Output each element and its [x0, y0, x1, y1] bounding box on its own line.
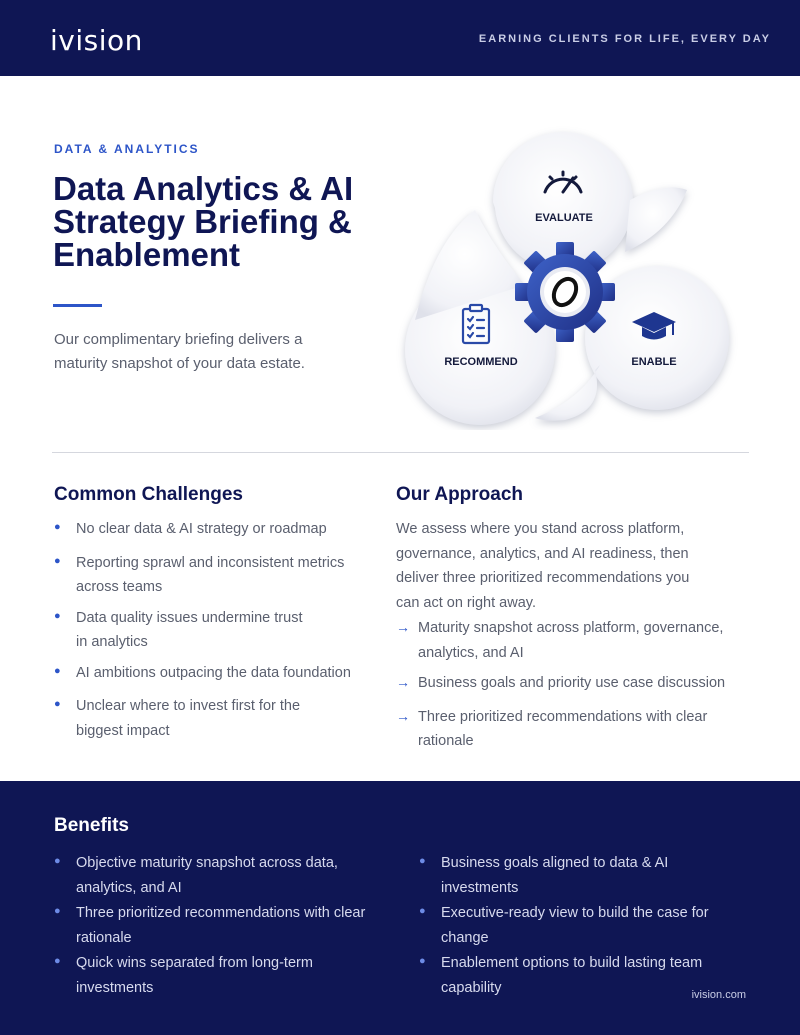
- bullet-dot: ●: [419, 855, 426, 867]
- benefits-list-left: ●Objective maturity snapshot across data…: [54, 851, 404, 1000]
- list-item: →Maturity snapshot across platform, gove…: [396, 616, 756, 665]
- enable-label: ENABLE: [631, 356, 676, 368]
- bullet-dot: ●: [54, 955, 61, 967]
- evaluate-label: EVALUATE: [535, 212, 593, 224]
- intro-line: Our complimentary briefing delivers a: [54, 331, 303, 348]
- title-underline: [53, 304, 102, 307]
- approach-description: We assess where you stand across platfor…: [396, 521, 690, 611]
- list-item: →Three prioritized recommendations with …: [396, 705, 756, 754]
- list-item: ●Executive-ready view to build the case …: [419, 901, 749, 950]
- intro-line: maturity snapshot of your data estate.: [54, 355, 305, 372]
- recommend-bubble: [405, 210, 555, 425]
- bullet-dot: ●: [54, 609, 61, 622]
- title-line: Enablement: [53, 236, 241, 273]
- title-line: Data Analytics & AI: [53, 170, 354, 207]
- list-item: ●No clear data & AI strategy or roadmap: [54, 517, 384, 542]
- header-tagline: EARNING CLIENTS FOR LIFE, EVERY DAY: [478, 33, 771, 45]
- list-item: ●Objective maturity snapshot across data…: [54, 851, 404, 900]
- benefits-heading: Benefits: [54, 815, 129, 836]
- ivision-logo[interactable]: ivision: [50, 24, 143, 57]
- evaluate-bubble: [493, 132, 687, 272]
- approach-list: →Maturity snapshot across platform, gove…: [396, 616, 756, 754]
- list-item: ●AI ambitions outpacing the data foundat…: [54, 661, 384, 686]
- evaluate-recommend-enable-diagram: EVALUATE RECOMMEND ENABLE: [395, 120, 745, 430]
- bullet-dot: ●: [54, 855, 61, 867]
- benefits-section: [0, 781, 800, 1035]
- bullet-dot: ●: [419, 905, 426, 917]
- cycle-diagram-graphic: EVALUATE RECOMMEND ENABLE: [405, 132, 729, 425]
- bullet-dot: ●: [419, 955, 426, 967]
- list-item: ●Three prioritized recommendations with …: [54, 901, 404, 950]
- bullet-dot: ●: [54, 698, 61, 710]
- arrow-right-icon: →: [396, 707, 410, 724]
- approach-heading: Our Approach: [396, 484, 524, 505]
- list-item: ●Enablement options to build lasting tea…: [419, 951, 749, 1000]
- intro-text: Our complimentary briefing delivers a ma…: [54, 328, 354, 376]
- list-item: ●Reporting sprawl and inconsistent metri…: [54, 551, 384, 600]
- gear-icon: [515, 242, 615, 342]
- title-line: Strategy Briefing &: [53, 203, 352, 240]
- bullet-dot: ●: [54, 905, 61, 917]
- challenges-list: ●No clear data & AI strategy or roadmap …: [54, 517, 384, 743]
- arrow-right-icon: →: [396, 619, 410, 635]
- header-bar: ivision EARNING CLIENTS FOR LIFE, EVERY …: [0, 0, 800, 76]
- challenges-heading: Common Challenges: [54, 484, 243, 505]
- section-eyebrow: DATA & ANALYTICS: [54, 142, 200, 156]
- page-title: Data Analytics & AI Strategy Briefing & …: [53, 172, 393, 271]
- website-link[interactable]: ivision.com: [691, 989, 746, 1001]
- speedometer-icon: [543, 170, 583, 194]
- bullet-dot: ●: [54, 664, 61, 677]
- section-divider: [52, 452, 749, 453]
- recommend-label: RECOMMEND: [444, 356, 517, 368]
- graduation-cap-icon: [632, 312, 676, 340]
- bullet-dot: ●: [54, 554, 61, 567]
- arrow-right-icon: →: [396, 674, 410, 690]
- bullet-dot: ●: [54, 521, 61, 533]
- clipboard-checklist-icon: [461, 303, 491, 345]
- list-item: →Business goals and priority use case di…: [396, 671, 756, 696]
